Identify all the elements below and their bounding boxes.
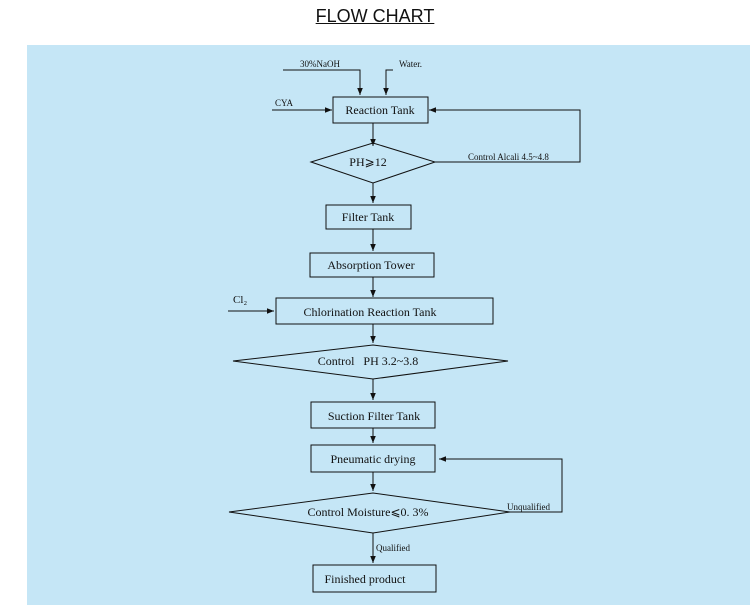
unqualified-loop xyxy=(439,456,563,513)
finished-product-box xyxy=(312,564,437,593)
control-alcali-loop xyxy=(429,107,581,163)
diagram-canvas xyxy=(27,45,750,605)
qualified-label: Qualified xyxy=(376,543,410,553)
chlorination-tank-label: Chlorination Reaction Tank xyxy=(304,305,437,319)
cl2-label: Cl₂ xyxy=(233,294,247,306)
suction-filter-tank-box xyxy=(310,401,436,429)
ph-check-diamond xyxy=(309,142,437,184)
filter-tank-label: Filter Tank xyxy=(342,210,395,224)
naoh-label: 30%NaOH xyxy=(300,59,340,69)
ph-check-label: PH⩾12 xyxy=(349,155,386,169)
naoh-line xyxy=(283,69,363,95)
filter-tank-box xyxy=(325,204,412,230)
control-moisture-label: Control Moisture⩽0. 3% xyxy=(307,505,428,519)
control-alcali-label: Control Alcali 4.5~4.8 xyxy=(468,152,549,162)
page-title: FLOW CHART xyxy=(315,6,435,26)
water-label: Water. xyxy=(399,59,422,69)
control-ph-label: Control PH 3.2~3.8 xyxy=(318,354,419,368)
water-line xyxy=(383,69,393,95)
cya-label: CYA xyxy=(275,98,294,108)
unqualified-label: Unqualified xyxy=(507,502,550,512)
finished-product-label: Finished product xyxy=(325,572,407,586)
pneumatic-drying-box xyxy=(310,444,436,473)
chlorination-tank-box xyxy=(275,297,494,325)
suction-filter-tank-label: Suction Filter Tank xyxy=(328,409,420,423)
absorption-tower-label: Absorption Tower xyxy=(327,258,414,272)
control-ph-diamond xyxy=(232,344,509,380)
reaction-tank-label: Reaction Tank xyxy=(345,103,414,117)
absorption-tower-box xyxy=(309,252,435,278)
reaction-tank-box xyxy=(332,96,429,124)
pneumatic-drying-label: Pneumatic drying xyxy=(331,452,416,466)
control-moisture-diamond xyxy=(228,492,511,534)
